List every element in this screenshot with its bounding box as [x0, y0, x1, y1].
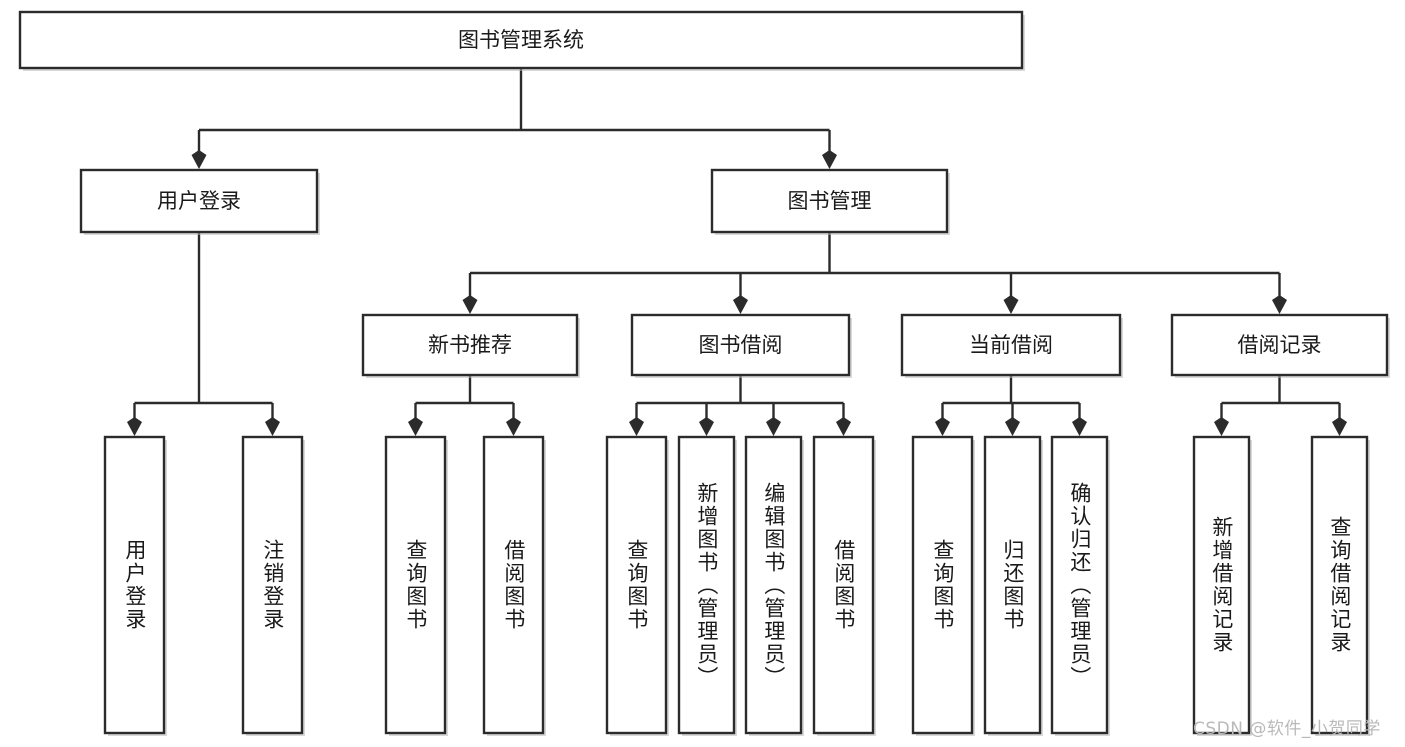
node-leaf-查询借阅记录-12[interactable] — [1310, 435, 1370, 736]
node-l3-借阅记录[interactable] — [1170, 313, 1390, 378]
arrowhead-icon — [766, 417, 781, 436]
csdn-watermark: CSDN @软件_小贺同学 — [1193, 719, 1381, 739]
arrowhead-icon — [1072, 417, 1087, 436]
node-leaf-借阅图书-3[interactable] — [482, 435, 546, 736]
node-leaf-新增借阅记录-11[interactable] — [1192, 435, 1252, 736]
node-label: 图书管理系统 — [458, 28, 584, 52]
arrowhead-icon — [935, 417, 950, 436]
node-label: 图书管理 — [788, 189, 872, 213]
node-leaf-确认归还管理员-10[interactable] — [1050, 435, 1110, 736]
node-l3-图书借阅[interactable] — [630, 313, 852, 378]
arrowhead-icon — [836, 417, 851, 436]
arrowhead-icon — [506, 417, 521, 436]
arrowhead-icon — [1003, 295, 1019, 314]
arrowhead-icon — [1005, 417, 1020, 436]
node-label: 图书借阅 — [699, 333, 783, 357]
node-leaf-查询图书-8[interactable] — [911, 435, 975, 736]
connector-layer — [127, 68, 1347, 436]
node-l3-新书推荐[interactable] — [361, 313, 580, 378]
arrowhead-icon — [822, 150, 837, 169]
node-leaf-注销登录-1[interactable] — [241, 435, 305, 736]
node-l2-用户登录[interactable] — [79, 168, 320, 235]
node-label: 当前借阅 — [969, 333, 1053, 357]
node-label: 用户登录 — [157, 189, 241, 213]
node-leaf-查询图书-4[interactable] — [605, 435, 669, 736]
node-label: 新书推荐 — [428, 333, 512, 357]
arrowhead-icon — [1332, 417, 1347, 436]
arrowhead-icon — [127, 417, 142, 436]
arrowhead-icon — [699, 417, 714, 436]
node-leaf-新增图书管理员-5[interactable] — [677, 435, 737, 736]
arrowhead-icon — [462, 295, 478, 314]
node-leaf-查询图书-2[interactable] — [384, 435, 448, 736]
arrowhead-icon — [1272, 295, 1287, 314]
node-leaf-用户登录-0[interactable] — [103, 435, 167, 736]
node-label: 借阅记录 — [1238, 333, 1322, 357]
arrowhead-icon — [629, 417, 644, 436]
node-leaf-借阅图书-7[interactable] — [812, 435, 876, 736]
node-leaf-归还图书-9[interactable] — [983, 435, 1043, 736]
node-l3-当前借阅[interactable] — [900, 313, 1123, 378]
arrowhead-icon — [1214, 417, 1229, 436]
arrowhead-icon — [265, 417, 280, 436]
arrowhead-icon — [733, 295, 748, 314]
arrowhead-icon — [191, 150, 207, 169]
node-l2-图书管理[interactable] — [710, 168, 950, 235]
node-root-图书管理系统[interactable] — [18, 10, 1025, 71]
node-leaf-编辑图书管理员-6[interactable] — [744, 435, 804, 736]
arrowhead-icon — [408, 417, 423, 436]
